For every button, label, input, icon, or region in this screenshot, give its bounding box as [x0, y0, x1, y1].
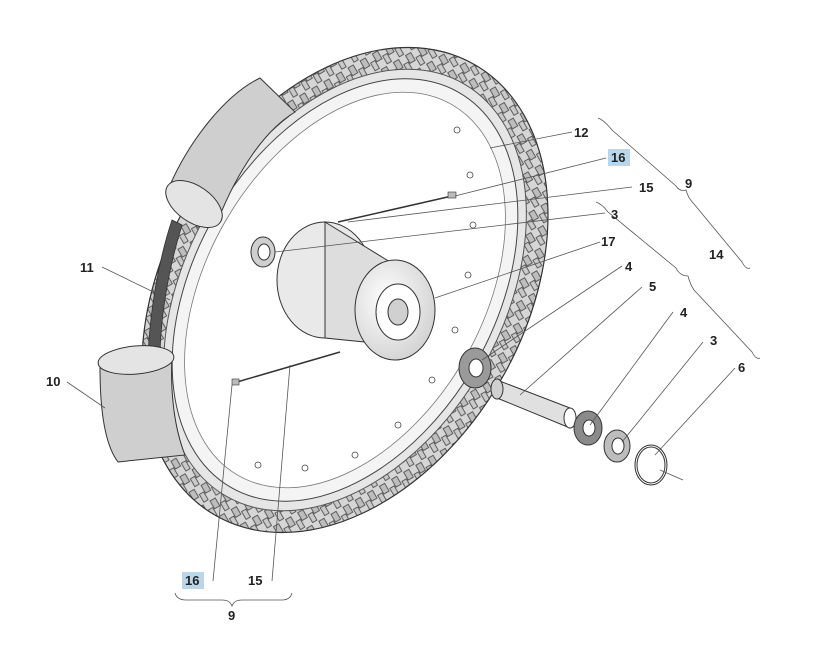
callout-4-b: 4: [680, 305, 688, 320]
spoke-bottom: [231, 351, 341, 386]
bearing-right: [603, 429, 631, 463]
callout-17: 17: [601, 234, 615, 249]
axle-tube-5: [490, 378, 577, 429]
callout-15-top: 15: [639, 180, 653, 195]
bearing-left: [250, 236, 276, 268]
callout-6: 6: [738, 360, 745, 375]
spacer-ring-4b: [573, 410, 603, 446]
inner-tube-upper: [165, 77, 296, 229]
spacer-ring-4a: [458, 347, 492, 389]
callout-3-b: 3: [710, 333, 717, 348]
callout-11: 11: [80, 260, 94, 275]
callout-16-bottom: 16: [185, 573, 199, 588]
inner-tube-lower: [97, 345, 186, 463]
leader-lines: [66, 131, 736, 582]
callout-15-bottom: 15: [248, 573, 262, 588]
circlip-6: [634, 444, 668, 486]
callout-10: 10: [46, 374, 60, 389]
hub: [276, 221, 436, 361]
callout-9-bottom: 9: [228, 608, 235, 623]
brace-9-top: [597, 117, 751, 269]
highlight-16-top: [608, 149, 630, 166]
callout-14: 14: [709, 247, 724, 262]
brace-9-bottom: [174, 592, 293, 608]
callout-4-a: 4: [625, 259, 633, 274]
brace-14: [595, 201, 761, 359]
spoke-holes: [254, 126, 477, 472]
highlight-16-bottom: [182, 572, 204, 589]
callout-12: 12: [574, 125, 588, 140]
callout-3-top: 3: [611, 207, 618, 222]
callout-5: 5: [649, 279, 656, 294]
spoke-top: [337, 191, 457, 223]
callout-9-top: 9: [685, 176, 692, 191]
callout-16-top: 16: [611, 150, 625, 165]
